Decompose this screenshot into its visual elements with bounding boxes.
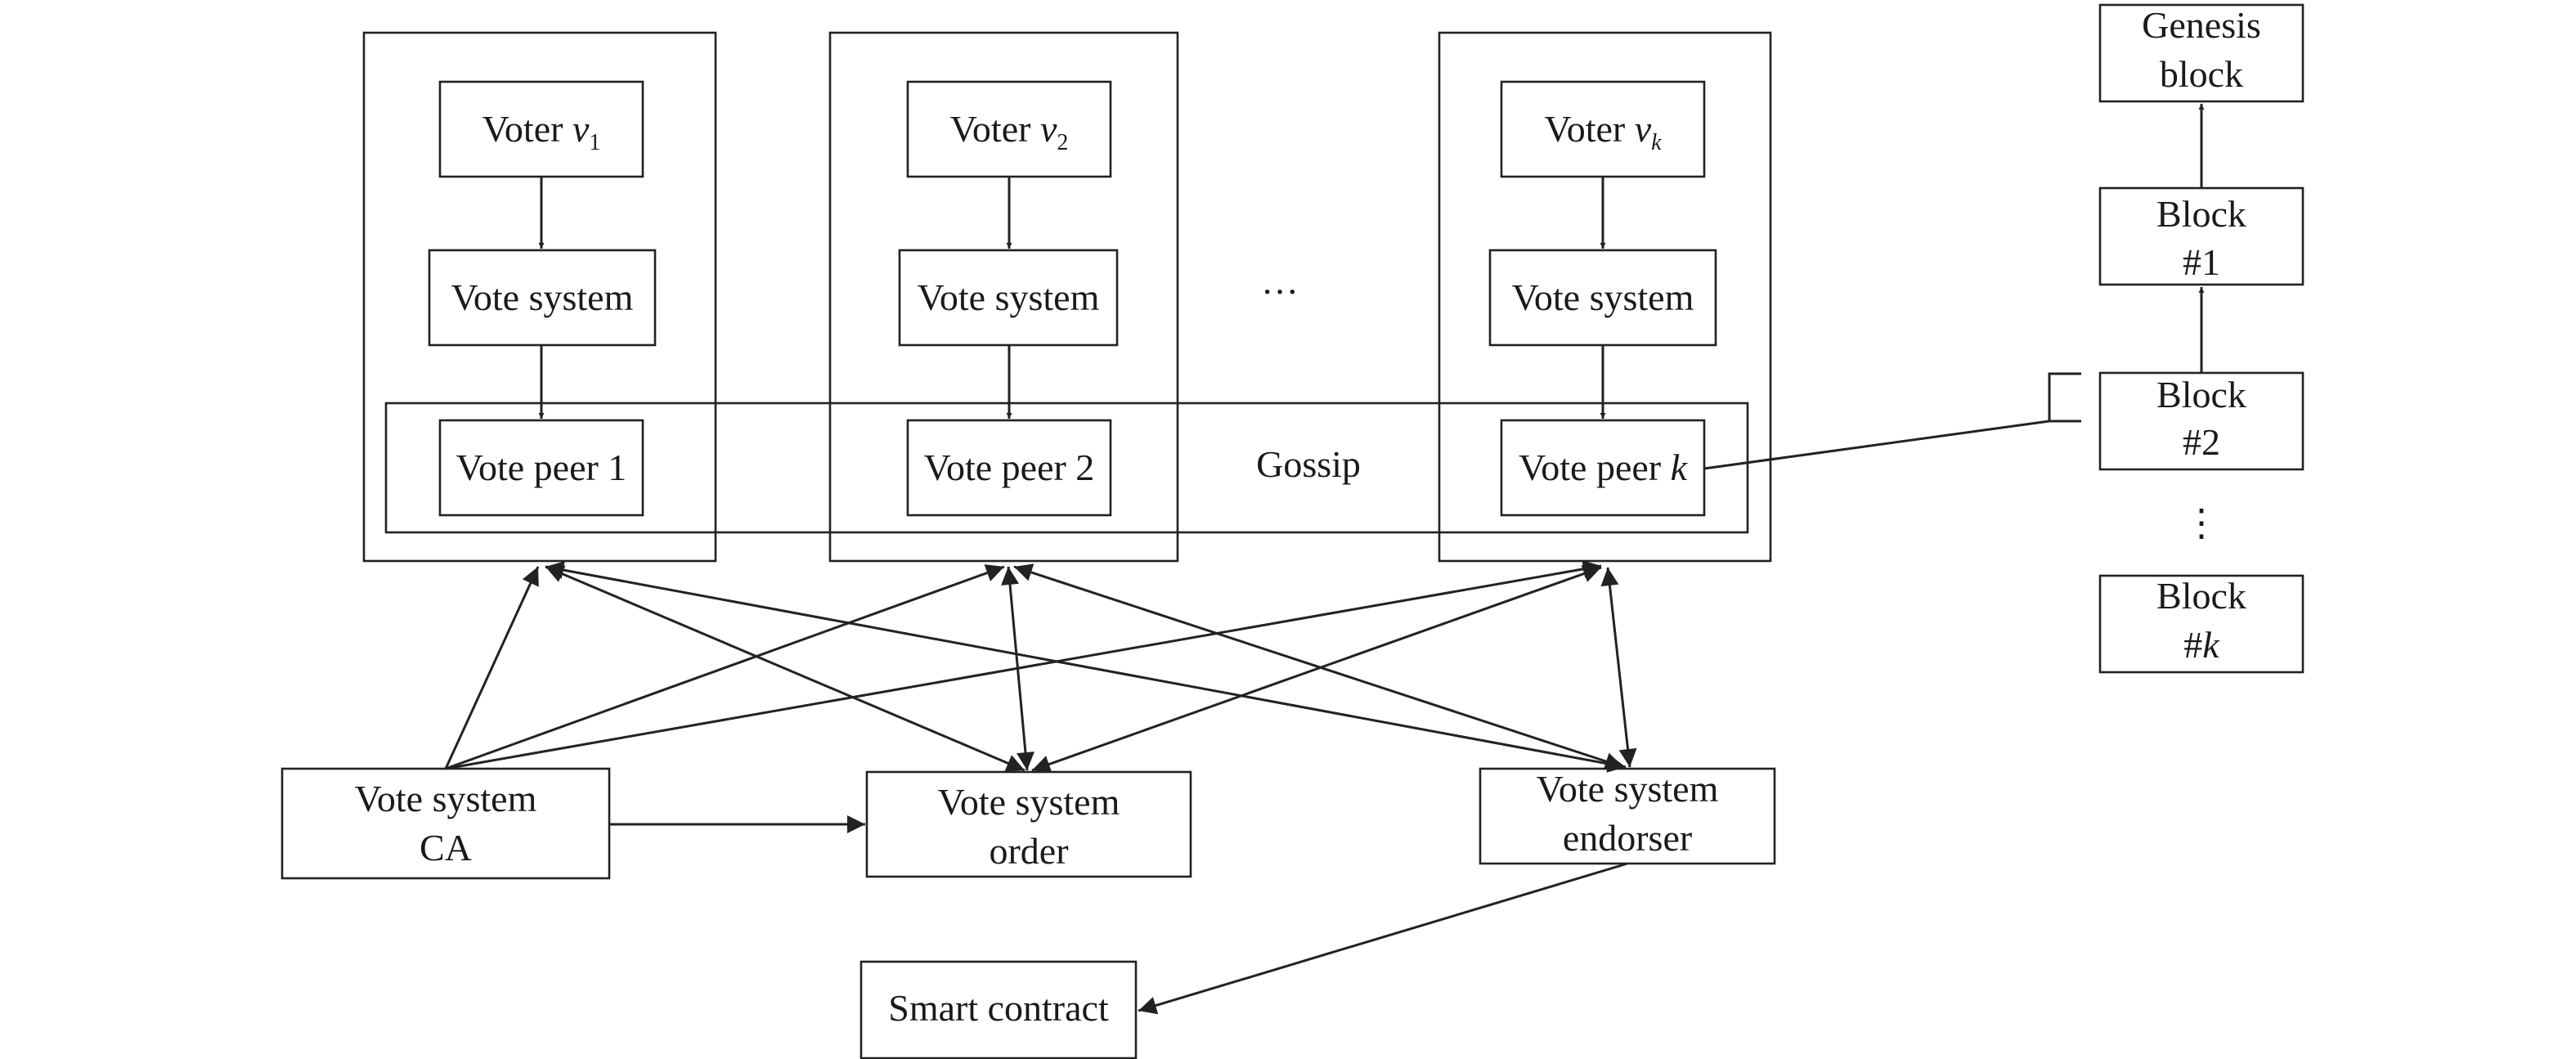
vote-peer-1-box (438, 419, 644, 517)
voter-1-box (438, 80, 644, 178)
block-1-line1: Block (2156, 193, 2246, 235)
columns-ellipsis: ··· (1261, 271, 1299, 312)
vote-peer-k-box (1500, 419, 1706, 517)
arrow-columnk-order (1031, 565, 1602, 773)
vote-system-endorser-line1: Vote system (1537, 768, 1719, 810)
vote-system-order-box (865, 770, 1192, 878)
genesis-block-line2: block (2160, 53, 2243, 95)
gossip-label: Gossip (1256, 443, 1361, 485)
ledger-bracket (2048, 372, 2081, 423)
vote-system-order-line1: Vote system (938, 781, 1120, 823)
gossip-frame (384, 402, 1749, 534)
block-k-box (2098, 574, 2304, 674)
vote-system-endorser-box (1479, 767, 1776, 865)
voter-2-box (906, 80, 1112, 178)
vote-system-k-label: Vote system (1512, 276, 1694, 318)
vote-system-2-box (898, 249, 1119, 347)
voter-1-label: Voter v1 (482, 108, 601, 155)
block-2-box (2098, 371, 2304, 471)
genesis-block-line1: Genesis (2142, 4, 2261, 46)
smart-contract-box (859, 960, 1138, 1059)
voter-k-box (1500, 80, 1706, 178)
vote-system-2-label: Vote system (918, 276, 1100, 318)
vote-peer-k-label: Vote peer k (1519, 446, 1689, 488)
block-2-line1: Block (2156, 374, 2246, 415)
voter-column-1-frame (362, 31, 717, 563)
block-1-line2: #1 (2183, 241, 2220, 283)
block-k-line1: Block (2156, 575, 2246, 617)
block-1-box (2098, 186, 2304, 286)
peer-k-ledger-connector (1703, 420, 2050, 470)
block-k-line2: #k (2183, 624, 2220, 666)
voter-column-k-frame (1438, 31, 1772, 563)
voter-k-label: Voter vk (1544, 108, 1662, 155)
vote-system-ca-line2: CA (420, 827, 472, 868)
vote-system-order-line2: order (989, 830, 1068, 872)
arrow-endorser-to-contract (1138, 862, 1628, 1015)
arrow-ca-to-column1 (444, 566, 540, 770)
block-2-line2: #2 (2183, 421, 2220, 463)
vote-peer-1-label: Vote peer 1 (456, 446, 627, 488)
vote-peer-2-label: Vote peer 2 (924, 446, 1095, 488)
vote-system-ca-line1: Vote system (355, 778, 537, 819)
blocks-vertical-ellipsis: ⋮ (2183, 502, 2220, 544)
voter-column-2-frame (828, 31, 1179, 563)
vote-system-endorser-line2: endorser (1563, 817, 1692, 859)
arrow-column1-endorser (545, 561, 1627, 773)
voter-2-label: Voter v2 (950, 108, 1069, 155)
genesis-block-box (2098, 3, 2304, 103)
arrow-ca-to-column2 (445, 564, 1005, 770)
vote-system-1-label: Vote system (451, 276, 634, 318)
smart-contract-label: Smart contract (888, 987, 1109, 1029)
vote-system-ca-box (280, 767, 611, 880)
vote-peer-2-box (906, 419, 1112, 517)
arrow-columnk-endorser (1600, 567, 1637, 768)
vote-system-k-box (1488, 249, 1717, 347)
arrow-column2-endorser (1013, 563, 1624, 770)
